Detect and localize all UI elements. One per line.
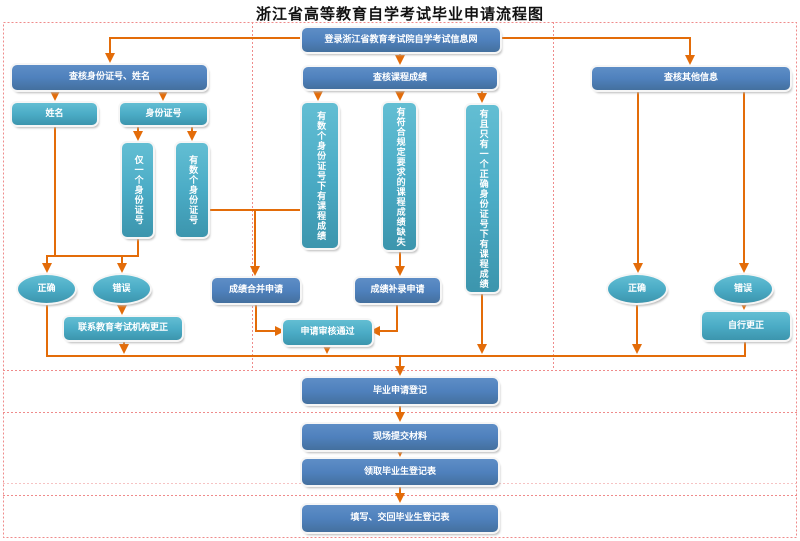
node-id-number: 身份证号 bbox=[120, 103, 207, 125]
node-check-course-scores: 查核课程成绩 bbox=[303, 67, 497, 89]
node-wrong-left: 错误 bbox=[93, 275, 150, 303]
node-correct-right: 正确 bbox=[608, 275, 666, 303]
node-score-merge-application: 成绩合并申请 bbox=[212, 278, 300, 303]
node-self-correct: 自行更正 bbox=[702, 312, 790, 340]
node-wrong-right: 错误 bbox=[714, 275, 772, 303]
page-title: 浙江省高等教育自学考试毕业申请流程图 bbox=[255, 5, 544, 23]
node-contact-exam-authority-fix: 联系教育考试机构更正 bbox=[64, 317, 182, 340]
node-submit-materials-onsite: 现场提交材料 bbox=[302, 424, 498, 450]
node-receive-graduate-form: 领取毕业生登记表 bbox=[302, 459, 498, 485]
node-correct-left: 正确 bbox=[18, 275, 75, 303]
node-check-id-name: 查核身份证号、姓名 bbox=[12, 65, 207, 90]
node-several-ids: 有数个身份证号 bbox=[176, 143, 208, 237]
node-name: 姓名 bbox=[12, 103, 97, 125]
node-fill-return-graduate-form: 填写、交回毕业生登记表 bbox=[302, 505, 498, 532]
node-scores-one-correct-id: 有且只有一个正确身份证号下有课程成绩 bbox=[466, 105, 499, 292]
node-login-website: 登录浙江省教育考试院自学考试信息网 bbox=[302, 28, 500, 52]
node-score-supplement-application: 成绩补录申请 bbox=[355, 278, 440, 303]
node-application-review-passed: 申请审核通过 bbox=[283, 320, 372, 345]
node-graduation-application-register: 毕业申请登记 bbox=[302, 378, 498, 404]
node-only-one-id: 仅一个身份证号 bbox=[122, 143, 153, 237]
node-scores-under-several-ids: 有数个身份证号下有课程成绩 bbox=[302, 103, 338, 248]
node-check-other-info: 查核其他信息 bbox=[592, 67, 790, 90]
node-required-scores-missing: 有符合规定要求的课程成绩缺失 bbox=[383, 103, 416, 250]
